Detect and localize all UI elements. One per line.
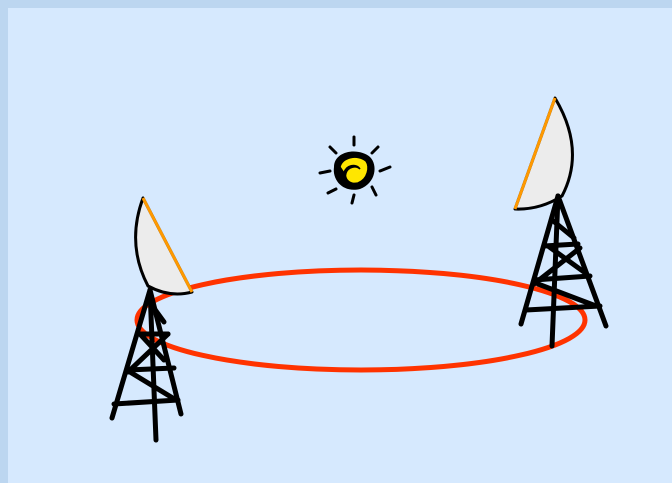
left-antenna-tower-icon xyxy=(112,198,192,440)
orbit-ring xyxy=(137,270,585,370)
sun-icon xyxy=(320,137,390,203)
right-antenna-tower-icon xyxy=(515,98,606,346)
